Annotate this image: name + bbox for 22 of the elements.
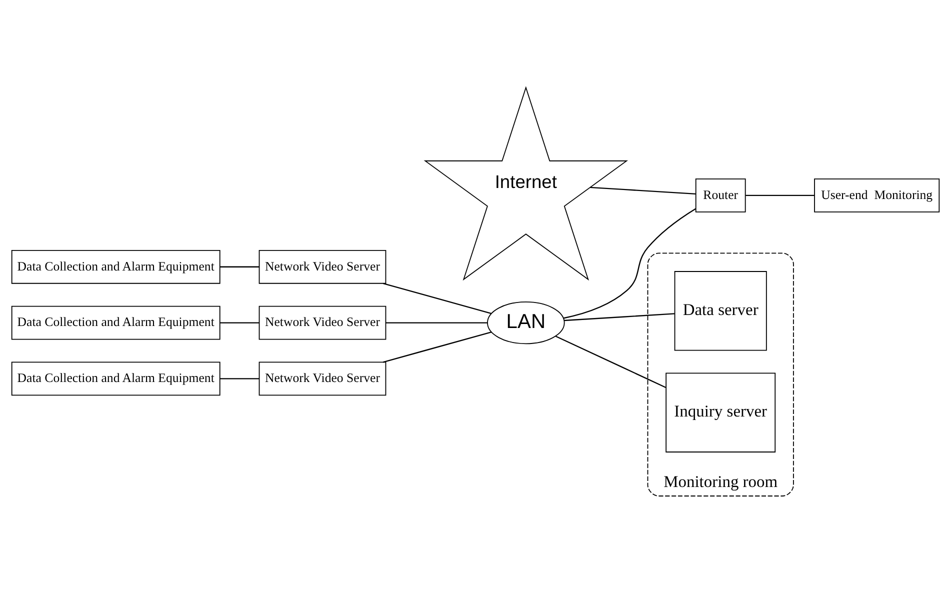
node-box: Network Video Server: [258, 361, 386, 396]
connector: [220, 378, 260, 379]
node-box: Data Collection and Alarm Equipment: [11, 361, 220, 396]
connector: [564, 312, 674, 321]
connector: [555, 335, 666, 388]
node-box: Data Collection and Alarm Equipment: [11, 249, 220, 284]
connector: [382, 331, 492, 362]
node-box: Router: [695, 178, 746, 212]
connector: [590, 186, 696, 194]
node-ellipse: LAN: [487, 300, 565, 344]
connector: [386, 322, 488, 323]
connector: [382, 282, 492, 314]
connector: [220, 266, 260, 267]
node-box: Inquiry server: [666, 372, 776, 452]
connector: [563, 208, 696, 318]
connector: [746, 194, 814, 196]
node-box: Network Video Server: [258, 305, 386, 340]
node-box: Data server: [674, 270, 767, 350]
node-box: Data Collection and Alarm Equipment: [11, 305, 220, 340]
node-box: User-end Monitoring: [814, 178, 940, 212]
node-box: Network Video Server: [258, 249, 386, 284]
connector: [220, 322, 260, 323]
